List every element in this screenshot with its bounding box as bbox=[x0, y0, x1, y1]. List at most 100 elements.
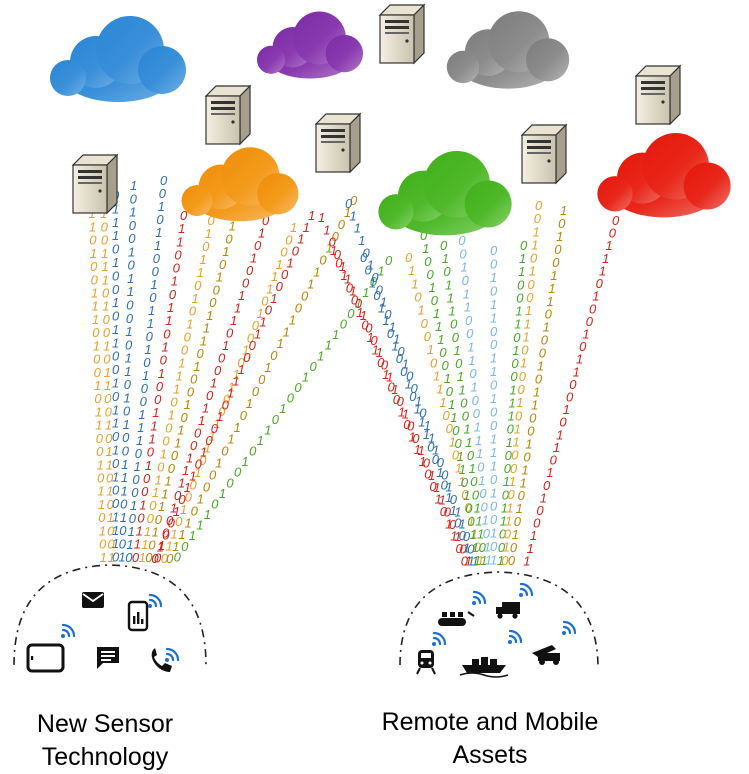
binary-digit: 1 bbox=[442, 251, 449, 266]
binary-digit: 1 bbox=[531, 237, 538, 252]
binary-digit: 0 bbox=[101, 233, 109, 248]
binary-digit: 1 bbox=[463, 541, 470, 556]
binary-digit: 0 bbox=[377, 355, 385, 370]
binary-digit: 1 bbox=[234, 301, 241, 316]
binary-digit: 0 bbox=[107, 523, 115, 538]
binary-digit: 1 bbox=[112, 215, 119, 230]
binary-digit: 1 bbox=[445, 480, 452, 495]
binary-digit: 1 bbox=[238, 288, 245, 303]
binary-digit: 0 bbox=[443, 264, 451, 279]
binary-digit: 1 bbox=[418, 443, 425, 458]
binary-digit: 1 bbox=[100, 550, 107, 565]
binary-digit: 1 bbox=[112, 443, 119, 458]
binary-digit: 0 bbox=[527, 423, 535, 438]
binary-digit: 1 bbox=[100, 206, 107, 221]
binary-digit: 1 bbox=[112, 469, 119, 484]
binary-digit: 1 bbox=[550, 268, 557, 283]
smartphone-icon bbox=[127, 600, 149, 632]
binary-digit: 0 bbox=[96, 431, 104, 446]
binary-digit: 0 bbox=[511, 356, 519, 371]
binary-digit: 1 bbox=[289, 312, 296, 327]
binary-digit: 0 bbox=[528, 277, 536, 292]
binary-digit: 0 bbox=[439, 345, 447, 360]
binary-digit: 1 bbox=[512, 343, 519, 358]
binary-digit: 0 bbox=[419, 406, 427, 421]
binary-digit: 1 bbox=[112, 523, 119, 538]
binary-digit: 0 bbox=[545, 307, 553, 322]
binary-digit: 1 bbox=[474, 500, 481, 515]
binary-digit: 0 bbox=[462, 409, 470, 424]
binary-digit: 0 bbox=[440, 238, 448, 253]
binary-digit: 1 bbox=[189, 468, 196, 483]
binary-digit: 1 bbox=[203, 321, 210, 336]
binary-digit: 0 bbox=[510, 540, 518, 555]
binary-digit: 0 bbox=[147, 511, 155, 526]
binary-digit: 1 bbox=[129, 205, 136, 220]
binary-digit: 0 bbox=[148, 538, 156, 553]
binary-digit: 0 bbox=[490, 257, 498, 272]
binary-digit: 0 bbox=[140, 394, 148, 409]
binary-digit: 1 bbox=[104, 365, 111, 380]
binary-digit: 0 bbox=[361, 318, 369, 333]
binary-digit: 0 bbox=[490, 499, 498, 514]
binary-digit: 0 bbox=[190, 438, 198, 453]
binary-digit: 0 bbox=[430, 355, 438, 370]
binary-digit: 1 bbox=[258, 226, 265, 241]
binary-digit: 1 bbox=[427, 342, 434, 357]
binary-digit: 1 bbox=[230, 313, 237, 328]
binary-digit: 0 bbox=[454, 515, 462, 530]
binary-digit: 1 bbox=[120, 510, 127, 525]
binary-digit: 0 bbox=[89, 233, 97, 248]
binary-digit: 1 bbox=[91, 299, 98, 314]
binary-digit: 0 bbox=[459, 528, 467, 543]
binary-digit: 0 bbox=[498, 540, 506, 555]
binary-digit: 0 bbox=[427, 440, 435, 455]
binary-digit: 0 bbox=[102, 286, 110, 301]
binary-digit: 1 bbox=[482, 513, 489, 528]
binary-digit: 1 bbox=[490, 553, 497, 568]
binary-digit: 1 bbox=[112, 335, 119, 350]
binary-digit: 0 bbox=[477, 459, 485, 474]
binary-digit: 0 bbox=[125, 337, 133, 352]
binary-digit: 1 bbox=[358, 233, 365, 248]
binary-digit: 1 bbox=[449, 434, 456, 449]
binary-digit: 0 bbox=[211, 497, 219, 512]
binary-digit: 1 bbox=[509, 395, 516, 410]
phone-icon bbox=[151, 648, 172, 672]
binary-digit: 1 bbox=[341, 268, 348, 283]
binary-digit: 0 bbox=[249, 444, 257, 459]
binary-digit: 1 bbox=[204, 507, 211, 522]
binary-digit: 0 bbox=[517, 277, 525, 292]
binary-digit: 0 bbox=[370, 274, 378, 289]
binary-digit: 0 bbox=[456, 541, 464, 556]
binary-digit: 1 bbox=[435, 319, 442, 334]
binary-digit: 0 bbox=[234, 465, 242, 480]
binary-digit: 1 bbox=[450, 410, 457, 425]
binary-digit: 0 bbox=[510, 461, 518, 476]
binary-digit: 0 bbox=[168, 461, 176, 476]
binary-digit: 1 bbox=[197, 491, 204, 506]
binary-digit: 1 bbox=[172, 539, 179, 554]
binary-digit: 1 bbox=[202, 401, 209, 416]
binary-digit: 0 bbox=[534, 211, 542, 226]
binary-digit: 0 bbox=[423, 456, 431, 471]
binary-digit: 0 bbox=[465, 501, 473, 516]
binary-digit: 0 bbox=[292, 244, 300, 259]
binary-digit: 0 bbox=[131, 485, 139, 500]
binary-digit: 1 bbox=[127, 284, 134, 299]
binary-digit: 1 bbox=[166, 539, 173, 554]
binary-digit: 1 bbox=[408, 263, 415, 278]
binary-digit: 0 bbox=[526, 290, 534, 305]
binary-digit: 1 bbox=[121, 457, 128, 472]
binary-digit: 1 bbox=[332, 327, 339, 342]
binary-digit: 1 bbox=[463, 286, 470, 301]
binary-digit: 1 bbox=[519, 251, 526, 266]
binary-digit: 1 bbox=[503, 474, 510, 489]
binary-digit: 0 bbox=[461, 475, 469, 490]
binary-digit: 0 bbox=[122, 444, 130, 459]
binary-digit: 1 bbox=[216, 270, 223, 285]
binary-digit: 1 bbox=[174, 435, 181, 450]
binary-digit: 0 bbox=[162, 433, 170, 448]
binary-digit: 0 bbox=[414, 290, 422, 305]
